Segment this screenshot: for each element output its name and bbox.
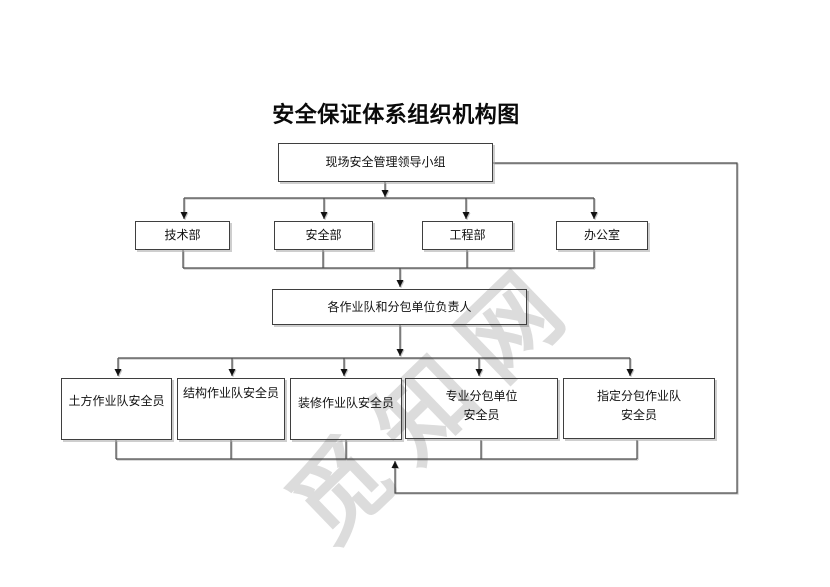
org-node-root: 现场安全管理领导小组: [278, 143, 493, 182]
org-node-structure-team: 结构作业队安全员: [177, 378, 285, 440]
org-node-label: 装修作业队安全员: [297, 396, 394, 410]
org-node-dept-office: 办公室: [556, 221, 648, 250]
org-node-label: 各作业队和分包单位负责人: [327, 299, 472, 314]
org-node-root-label: 现场安全管理领导小组: [325, 155, 446, 169]
org-node-label-line1: 专业分包单位: [445, 389, 518, 403]
org-node-label: 技术部: [164, 228, 201, 242]
page-title: 安全保证体系组织机构图: [272, 102, 520, 127]
org-node-subcontract-unit: 专业分包单位 安全员: [405, 378, 558, 439]
org-node-designated-subcontract-team: 指定分包作业队 安全员: [563, 378, 715, 439]
org-node-label-line2: 安全员: [620, 408, 657, 422]
org-node-decoration-team: 装修作业队安全员: [290, 378, 402, 440]
org-node-label: 结构作业队安全员: [182, 386, 279, 400]
org-node-label-line2: 安全员: [463, 408, 500, 422]
org-node-earthwork-team: 土方作业队安全员: [61, 378, 172, 440]
org-node-label: 工程部: [449, 228, 486, 242]
org-node-label: 安全部: [305, 228, 342, 242]
feedback-loop-line: [391, 162, 738, 494]
org-node-team-leaders: 各作业队和分包单位负责人: [272, 289, 527, 325]
org-node-label: 办公室: [583, 228, 620, 242]
org-node-label: 土方作业队安全员: [68, 394, 165, 408]
org-node-dept-safety: 安全部: [274, 221, 373, 250]
org-node-dept-engineering: 工程部: [422, 221, 513, 250]
org-node-label-line1: 指定分包作业队: [596, 389, 681, 403]
org-node-dept-technology: 技术部: [135, 221, 230, 250]
